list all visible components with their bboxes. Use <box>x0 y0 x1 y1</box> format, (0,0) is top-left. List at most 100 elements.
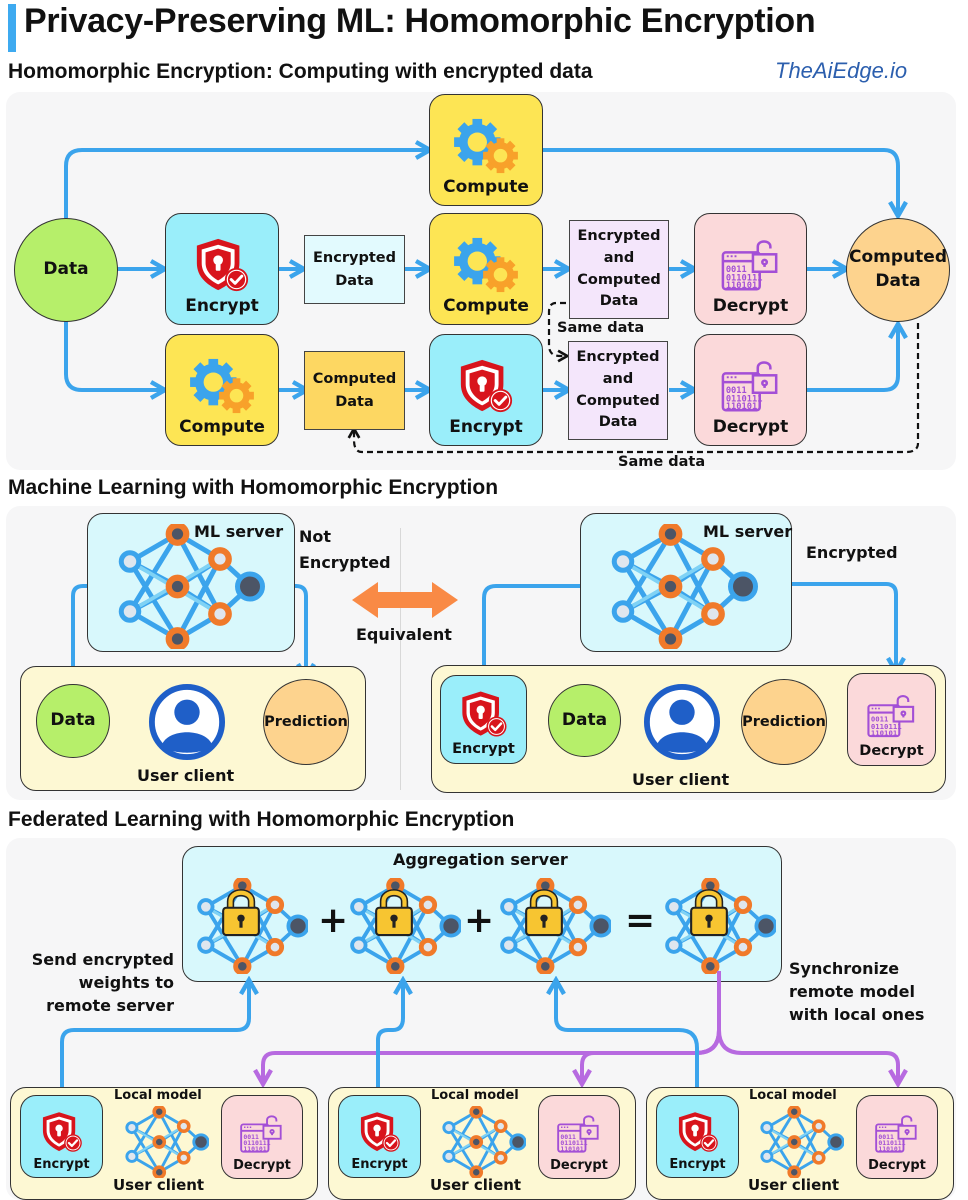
prediction-left-node: Prediction <box>263 679 349 765</box>
client2-decrypt-label: Decrypt <box>550 1158 608 1173</box>
client1-decrypt-box: Decrypt <box>221 1095 303 1179</box>
gears-icon <box>452 236 520 294</box>
encrypted-computed-data-bot-box: Encrypted and Computed Data <box>568 341 668 440</box>
section-title-homomorphic: Homomorphic Encryption: Computing with e… <box>8 60 593 83</box>
ecd-bot-line4: Data <box>598 414 638 431</box>
neural-network-icon <box>603 524 758 649</box>
title-accent-bar <box>8 4 16 52</box>
same-data-label-2: Same data <box>618 454 706 470</box>
compute-top-label: Compute <box>443 177 529 197</box>
ml-server-right-label: ML server <box>703 522 793 541</box>
decrypt-mid-box: Decrypt <box>694 213 807 325</box>
client3-encrypt-label: Encrypt <box>669 1157 726 1172</box>
page-title: Privacy-Preserving ML: Homomorphic Encry… <box>24 2 816 40</box>
aggregation-server-label: Aggregation server <box>393 850 568 869</box>
client2-encrypt-box: Encrypt <box>338 1095 421 1178</box>
neural-network-icon <box>110 524 265 649</box>
section2-divider <box>400 528 401 790</box>
ml-server-left-label: ML server <box>194 522 284 541</box>
client3-decrypt-label: Decrypt <box>868 1158 926 1173</box>
client3-label: User client <box>748 1176 840 1194</box>
client1-label: User client <box>113 1176 205 1194</box>
client3-encrypt-box: Encrypt <box>656 1095 739 1178</box>
compute-bot-box: Compute <box>165 334 279 446</box>
plus-operator-2: + <box>464 900 495 941</box>
equals-operator: = <box>625 900 656 941</box>
neural-network-icon <box>756 1106 844 1178</box>
shield-check-icon <box>358 1110 402 1154</box>
decrypt-lock-icon <box>874 1112 920 1154</box>
decrypt-lock-icon <box>556 1112 602 1154</box>
decrypt-bot-label: Decrypt <box>712 417 789 437</box>
gears-icon <box>188 357 256 415</box>
client1-encrypt-label: Encrypt <box>33 1157 90 1172</box>
encrypt-right-box: Encrypt <box>440 675 527 764</box>
neural-network-icon <box>121 1106 209 1178</box>
computed-data-node-line1: Computed <box>849 247 947 268</box>
encrypted-model-2 <box>345 878 461 976</box>
client2-encrypt-label: Encrypt <box>351 1157 408 1172</box>
encrypt-mid-label: Encrypt <box>185 296 259 316</box>
decrypt-lock-icon <box>720 357 782 413</box>
ecd-mid-line3: Computed <box>577 271 661 288</box>
compute-bot-label: Compute <box>179 417 265 437</box>
user-icon <box>148 683 226 761</box>
decrypt-lock-icon <box>720 236 782 292</box>
data-node-label: Data <box>43 259 89 280</box>
decrypt-lock-icon <box>239 1112 285 1154</box>
ecd-mid-line1: Encrypted <box>577 228 661 244</box>
client2-model-label: Local model <box>431 1088 519 1103</box>
client3-model-label: Local model <box>749 1088 837 1103</box>
neural-network-icon <box>438 1106 526 1178</box>
send-note-line2: weights to <box>78 973 174 993</box>
ml-server-right: ML server <box>580 513 792 652</box>
client2-label: User client <box>430 1176 522 1194</box>
plus-operator-1: + <box>318 900 349 941</box>
client1-decrypt-label: Decrypt <box>233 1158 291 1173</box>
padlock-icon <box>220 888 262 938</box>
shield-check-icon <box>193 236 251 294</box>
user-client-right-label: User client <box>632 770 730 789</box>
sync-note-line1: Synchronize <box>789 959 900 978</box>
send-note-line3: remote server <box>46 996 174 1016</box>
data-left-label: Data <box>50 710 96 731</box>
data-left-node: Data <box>36 684 110 758</box>
data-right-node: Data <box>548 684 621 757</box>
computed-data-bot-line1: Computed <box>312 371 397 388</box>
decrypt-lock-icon <box>866 691 918 739</box>
shield-check-icon <box>40 1110 84 1154</box>
computed-data-bot-line2: Data <box>335 393 374 410</box>
compute-top-box: Compute <box>429 94 543 206</box>
padlock-icon <box>688 888 730 938</box>
ecd-bot-line1: Encrypted <box>576 349 660 365</box>
ecd-bot-line2: and <box>602 370 634 387</box>
same-data-label-1: Same data <box>557 320 645 336</box>
encrypt-bot-box: Encrypt <box>429 334 543 446</box>
gears-icon <box>452 117 520 175</box>
user-icon <box>643 683 721 761</box>
prediction-left-label: Prediction <box>264 713 348 730</box>
decrypt-mid-label: Decrypt <box>712 296 789 316</box>
data-right-label: Data <box>561 709 608 730</box>
ecd-mid-line4: Data <box>599 293 639 310</box>
not-encrypted-label: Not Encrypted <box>299 524 391 575</box>
sync-note-line3: with local ones <box>789 1005 925 1025</box>
send-note-line1: Send encrypted <box>31 950 174 969</box>
encrypted-model-1 <box>192 878 308 976</box>
section-title-federated: Federated Learning with Homomorphic Encr… <box>8 808 515 831</box>
client1-model-label: Local model <box>114 1088 202 1103</box>
encrypt-bot-label: Encrypt <box>449 417 523 437</box>
padlock-icon <box>523 888 565 938</box>
send-weights-note: Send encrypted weights to remote server <box>20 948 174 1018</box>
section-title-ml: Machine Learning with Homomorphic Encryp… <box>8 476 499 499</box>
compute-mid-box: Compute <box>429 213 543 325</box>
compute-mid-label: Compute <box>443 296 529 316</box>
user-client-left-label: User client <box>137 766 235 785</box>
padlock-icon <box>373 888 415 938</box>
encrypt-mid-box: Encrypt <box>165 213 279 325</box>
shield-check-icon <box>457 357 515 415</box>
synchronize-note: Synchronize remote model with local ones <box>789 957 924 1027</box>
